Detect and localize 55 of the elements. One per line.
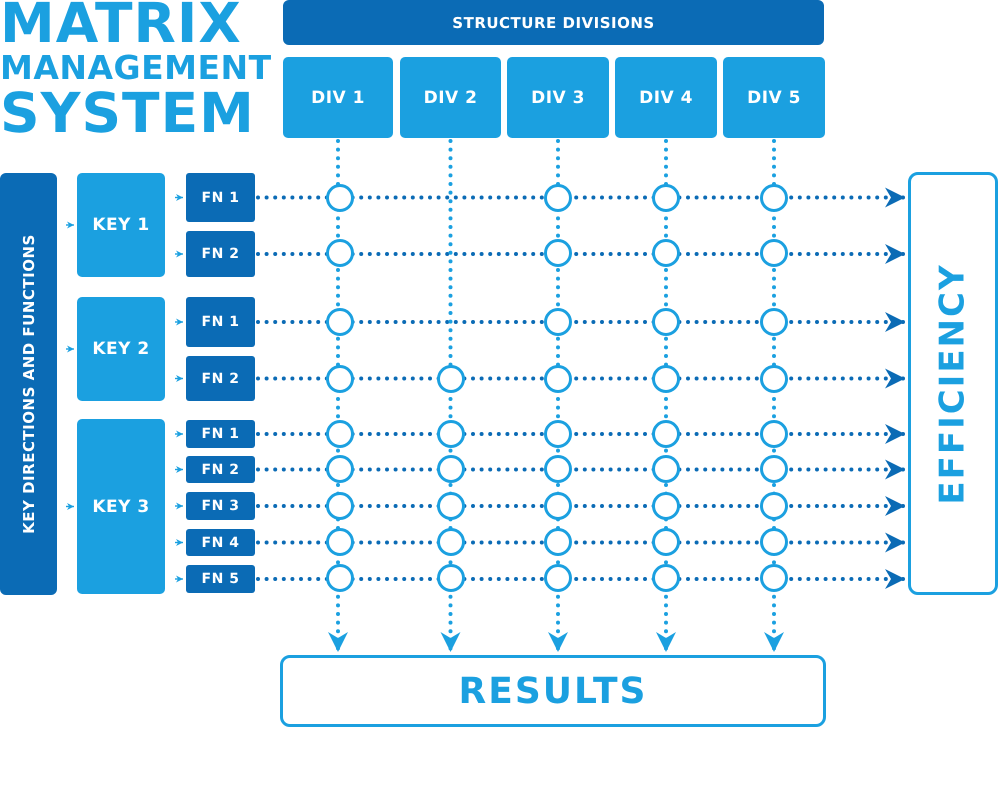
node-label: DIV 3 [531,88,585,108]
arrow [66,503,74,510]
node-label: DIV 4 [639,88,693,108]
function-box [186,456,255,483]
arrow [175,430,183,438]
division-box [723,57,825,138]
node-label: DIV 2 [424,88,478,108]
arrow [66,222,74,228]
node-label: FN 2 [202,462,240,478]
arrow [175,576,183,582]
header-bar [283,0,824,45]
node-label: FN 4 [202,534,240,550]
node-label: FN 1 [202,314,240,330]
arrow [175,250,183,258]
division-box [615,57,717,138]
node-label: KEY 1 [92,215,150,235]
node-label: FN 2 [202,246,240,262]
division-box [400,57,501,138]
node-label: EFFICIENCY [933,262,973,504]
node-label: FN 3 [202,498,240,514]
arrow [175,375,183,382]
node-label: RESULTS [458,670,648,712]
arrow [66,346,74,352]
node-label: DIV 1 [311,88,365,108]
title: MATRIX MANAGEMENT SYSTEM [0,0,272,141]
key-box [77,173,165,277]
arrow [175,502,183,510]
arrow [175,539,183,546]
results-box [280,655,826,727]
function-box [186,492,255,520]
efficiency-box [908,172,998,595]
node-label: KEY DIRECTIONS AND FUNCTIONS [20,234,38,534]
arrow [175,318,183,326]
node-label: STRUCTURE DIVISIONS [452,14,655,32]
function-box [186,565,255,593]
node-label: DIV 5 [747,88,801,108]
key-box [77,297,165,401]
side-band [0,173,57,595]
node-label: FN 5 [202,571,240,587]
function-box [186,173,255,222]
arrow [175,194,183,201]
division-box [507,57,609,138]
function-box [186,529,255,556]
function-box [186,297,255,347]
key-box [77,419,165,594]
node-label: FN 1 [202,190,240,206]
function-box [186,420,255,448]
function-box [186,231,255,277]
division-box [283,57,393,138]
arrow [175,466,183,473]
node-label: FN 1 [202,426,240,442]
node-label: FN 2 [202,370,240,386]
node-label: KEY 2 [92,339,150,359]
function-box [186,356,255,401]
node-label: KEY 3 [92,496,150,516]
